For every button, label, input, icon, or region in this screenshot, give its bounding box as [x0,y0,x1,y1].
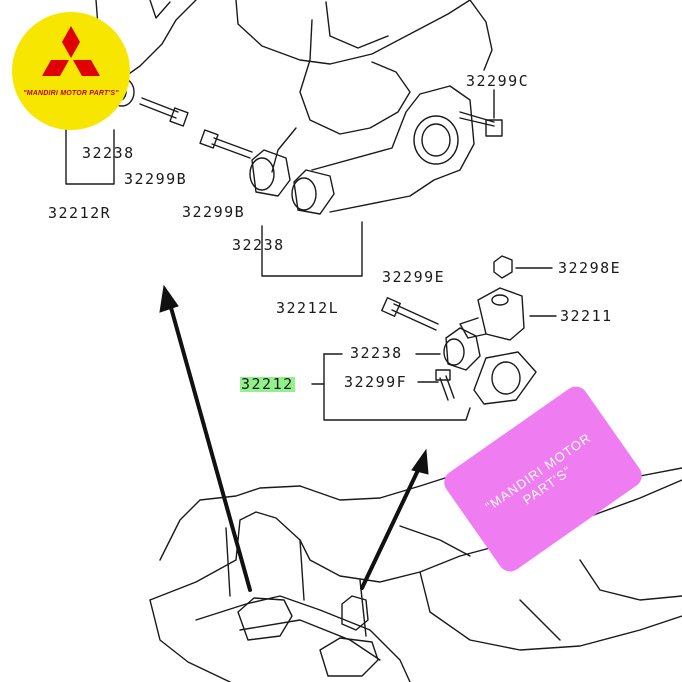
subframe-outline [149,0,171,19]
arm-32212l-eye-inner [421,123,451,157]
bolt-32299f-head [435,369,451,381]
lower-subframe [399,525,471,557]
mount-32211-base [459,317,487,339]
lower-subframe [159,485,301,561]
bolt-32299b-lower-head [199,129,219,149]
bracket-32212l [261,221,363,277]
lower-subframe [149,599,231,682]
bushing-32238-a [251,149,291,197]
lower-subframe [579,559,682,601]
label-32212-highlighted: 32212 [240,375,295,393]
mount-block-eye [491,361,521,395]
lower-arm-right [319,637,379,677]
lower-subframe [419,571,682,651]
lower-arm-left [237,597,293,641]
subframe-outline [235,0,471,65]
label-32299b-b: 32299B [182,203,246,221]
lower-subframe [519,599,561,641]
bushing-32238-b [293,169,335,215]
bolt-32299e [391,303,439,331]
label-32299f: 32299F [344,373,408,391]
lower-subframe [195,595,411,682]
label-32298e: 32298E [558,259,622,277]
bolt-32299b-lower [211,137,253,159]
arm-32212l-eye [413,115,459,165]
bolt-32299c-head [485,119,503,137]
bushing-32238-c [445,327,481,371]
mount-32211-hole [491,294,509,306]
brand-logo-badge: "MANDIRI MOTOR PART'S" [12,12,130,130]
bracket-32212r [65,123,115,185]
bolt-32299b-upper [139,97,179,119]
subframe-outline [271,127,297,173]
arm-32212l [311,85,475,213]
lower-subframe [299,469,471,501]
label-32238-a: 32238 [82,144,135,162]
watermark-text: "MANDIRI MOTOR PART'S" [482,429,594,514]
nut-32298e [493,255,513,279]
label-32238-c: 32238 [350,344,403,362]
label-32211: 32211 [560,307,613,325]
lower-mount-center [341,595,369,631]
lower-subframe [239,619,381,661]
arrow-left-head [159,284,179,313]
label-32212r: 32212R [48,204,112,222]
subframe-outline [299,19,411,135]
bolt-32299c [459,111,495,127]
label-32299e: 32299E [382,268,446,286]
bushing-32238-a-face [249,157,275,191]
label-32299b-a: 32299B [124,170,188,188]
subframe-outline [325,1,389,49]
arrow-right [360,464,422,590]
bracket-32212 [323,353,471,421]
logo-caption: "MANDIRI MOTOR PART'S" [23,90,119,97]
bushing-32238-c-face [443,338,465,366]
mount-block [473,351,537,405]
label-32238-b: 32238 [232,236,285,254]
three-diamond-logo-icon [42,26,100,76]
bolt-32299e-head [381,297,401,317]
bushing-32238-b-face [291,177,317,211]
arrow-right-head [411,448,429,475]
mount-32211 [477,287,525,341]
label-32212l: 32212L [276,299,340,317]
label-32299c: 32299C [466,72,530,90]
arrow-left [168,302,252,592]
subframe-outline [469,0,493,71]
bolt-32299b-upper-head [169,107,189,127]
